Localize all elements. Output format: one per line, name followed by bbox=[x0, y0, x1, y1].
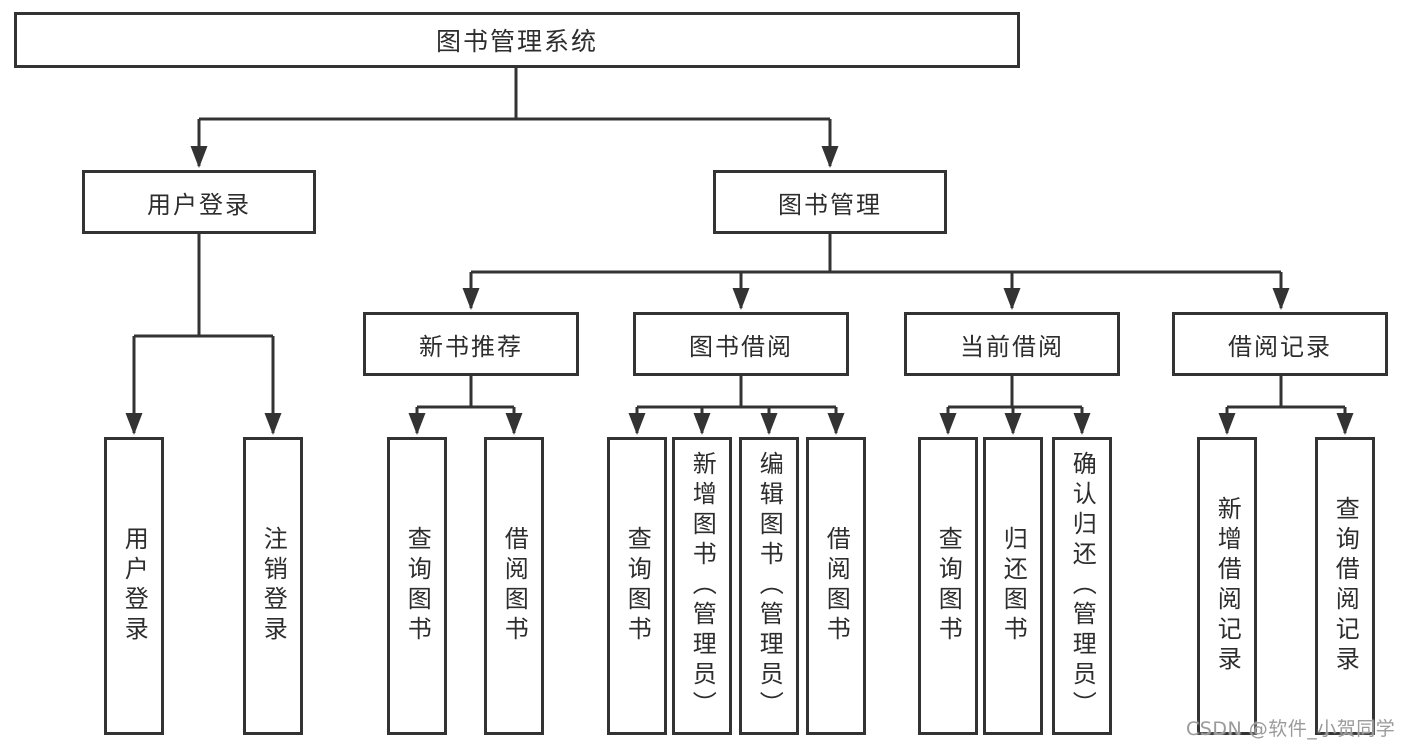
connector-trunks bbox=[134, 66, 1345, 409]
leaf-query-books-current: 查询图书 bbox=[918, 437, 978, 735]
leaf-edit-book-admin-label: 编辑图书（管理员） bbox=[755, 451, 784, 721]
leaf-user-login: 用户登录 bbox=[104, 437, 164, 735]
leaf-query-borrow-record: 查询借阅记录 bbox=[1315, 437, 1375, 735]
leaf-return-book-label: 归还图书 bbox=[999, 526, 1028, 646]
leaf-query-books-recommend: 查询图书 bbox=[387, 437, 447, 735]
leaf-logout-label: 注销登录 bbox=[259, 526, 288, 646]
leaf-add-book-admin: 新增图书（管理员） bbox=[672, 437, 732, 735]
node-book-borrowing: 图书借阅 bbox=[633, 312, 849, 376]
node-library-system-root: 图书管理系统 bbox=[14, 12, 1020, 68]
leaf-query-books-borrowing-label: 查询图书 bbox=[623, 526, 652, 646]
node-borrowing-records: 借阅记录 bbox=[1172, 312, 1388, 376]
leaf-borrow-books-recommend-label: 借阅图书 bbox=[500, 526, 529, 646]
leaf-confirm-return-admin: 确认归还（管理员） bbox=[1052, 437, 1112, 735]
leaf-borrow-books-borrowing: 借阅图书 bbox=[806, 437, 866, 735]
leaf-edit-book-admin: 编辑图书（管理员） bbox=[739, 437, 799, 735]
leaf-query-books-borrowing: 查询图书 bbox=[607, 437, 667, 735]
node-user-login: 用户登录 bbox=[82, 170, 316, 234]
leaf-borrow-books-recommend: 借阅图书 bbox=[484, 437, 544, 735]
leaf-borrow-books-borrowing-label: 借阅图书 bbox=[822, 526, 851, 646]
leaf-add-borrow-record: 新增借阅记录 bbox=[1197, 437, 1257, 735]
node-book-management: 图书管理 bbox=[713, 170, 947, 234]
leaf-return-book: 归还图书 bbox=[983, 437, 1043, 735]
leaf-add-book-admin-label: 新增图书（管理员） bbox=[688, 451, 717, 721]
node-current-borrowing: 当前借阅 bbox=[904, 312, 1120, 376]
leaf-query-borrow-record-label: 查询借阅记录 bbox=[1331, 496, 1360, 676]
leaf-add-borrow-record-label: 新增借阅记录 bbox=[1213, 496, 1242, 676]
leaf-logout: 注销登录 bbox=[243, 437, 303, 735]
leaf-query-books-current-label: 查询图书 bbox=[934, 526, 963, 646]
node-new-book-recommendation: 新书推荐 bbox=[363, 312, 579, 376]
leaf-query-books-recommend-label: 查询图书 bbox=[403, 526, 432, 646]
leaf-user-login-label: 用户登录 bbox=[120, 526, 149, 646]
leaf-confirm-return-admin-label: 确认归还（管理员） bbox=[1068, 451, 1097, 721]
csdn-watermark: CSDN @软件_小贺同学 bbox=[1186, 718, 1396, 740]
